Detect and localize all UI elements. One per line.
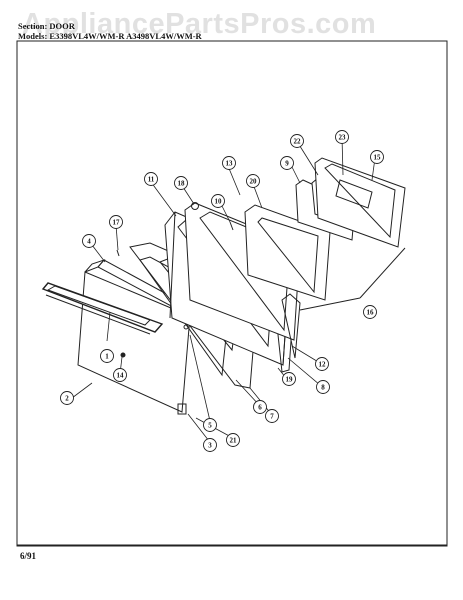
callout-2: 2 bbox=[65, 395, 69, 403]
callout-3: 3 bbox=[208, 442, 212, 450]
callout-18: 18 bbox=[178, 180, 186, 188]
callout-4: 4 bbox=[87, 238, 91, 246]
door-handle bbox=[41, 282, 164, 333]
callout-10: 10 bbox=[215, 198, 223, 206]
callout-17: 17 bbox=[113, 219, 121, 227]
callout-12: 12 bbox=[319, 361, 327, 369]
callout-14: 14 bbox=[117, 372, 125, 380]
callout-13: 13 bbox=[226, 160, 234, 168]
callout-20: 20 bbox=[250, 178, 258, 186]
callout-1: 1 bbox=[105, 353, 109, 361]
callout-19: 19 bbox=[286, 376, 294, 384]
callout-15: 15 bbox=[374, 154, 382, 162]
callout-9: 9 bbox=[285, 160, 289, 168]
section-label: Section: bbox=[18, 21, 48, 31]
callout-6: 6 bbox=[258, 404, 262, 412]
section-value: DOOR bbox=[49, 21, 75, 31]
callout-7: 7 bbox=[270, 413, 274, 421]
callout-22: 22 bbox=[294, 138, 302, 146]
models-value: E3398VL4W/WM-R A3498VL4W/WM-R bbox=[49, 31, 202, 41]
callout-21: 21 bbox=[230, 437, 238, 445]
callout-5: 5 bbox=[208, 422, 212, 430]
callout-23: 23 bbox=[339, 134, 347, 142]
models-header: Models: E3398VL4W/WM-R A3498VL4W/WM-R bbox=[18, 32, 202, 41]
models-label: Models: bbox=[18, 31, 48, 41]
diagram-frame bbox=[16, 40, 448, 547]
footer-date: 6/91 bbox=[20, 551, 37, 561]
callout-11: 11 bbox=[148, 176, 155, 184]
section-header: Section: DOOR bbox=[18, 22, 75, 31]
callout-16: 16 bbox=[367, 309, 375, 317]
watermark: AppliancePartsPros.com bbox=[22, 8, 377, 40]
callout-8: 8 bbox=[321, 384, 325, 392]
